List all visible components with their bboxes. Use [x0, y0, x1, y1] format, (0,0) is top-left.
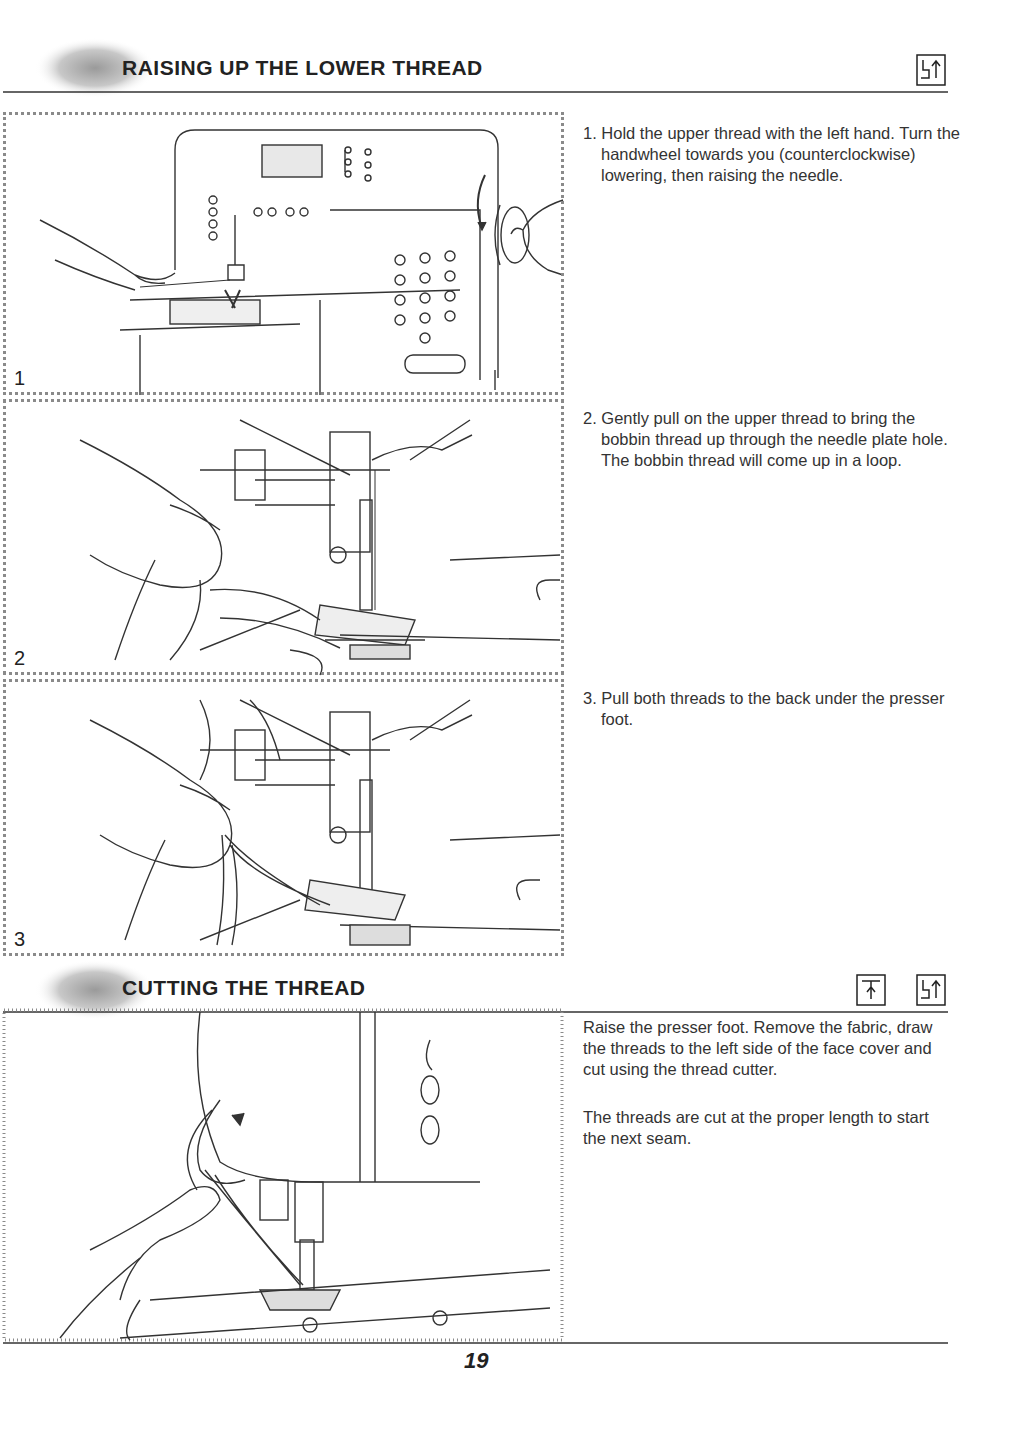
instruction-text: Raise the presser foot. Remove the fabri… [583, 1017, 951, 1080]
illustration-panel: 3 [3, 679, 564, 956]
instruction-step: 3. Pull both threads to the back under t… [583, 688, 969, 730]
illustration-frame [4, 1010, 562, 1340]
instruction-step: 1. Hold the upper thread with the left h… [583, 123, 969, 186]
rule [3, 91, 948, 93]
callout-number: 3 [12, 928, 27, 951]
illustration-panel: 1 [3, 112, 564, 395]
page-number: 19 [464, 1348, 488, 1374]
illustration-panel: 2 [3, 399, 564, 675]
thread-cutter-drawing [60, 1012, 550, 1340]
instruction-step: 2. Gently pull on the upper thread to br… [583, 408, 969, 471]
section-heading: CUTTING THE THREAD [122, 976, 366, 1000]
sewing-machine-drawing [40, 130, 563, 395]
section-heading: RAISING UP THE LOWER THREAD [122, 56, 483, 80]
rule [3, 1342, 948, 1344]
callout-number: 2 [12, 647, 27, 670]
needle-icon [857, 975, 885, 1005]
presser-foot-icon [917, 975, 945, 1005]
presser-foot-closeup [90, 700, 560, 945]
instruction-text: The threads are cut at the proper length… [583, 1107, 951, 1149]
presser-foot-closeup [80, 420, 560, 675]
presser-foot-icon [917, 55, 945, 85]
callout-number: 1 [12, 367, 27, 390]
